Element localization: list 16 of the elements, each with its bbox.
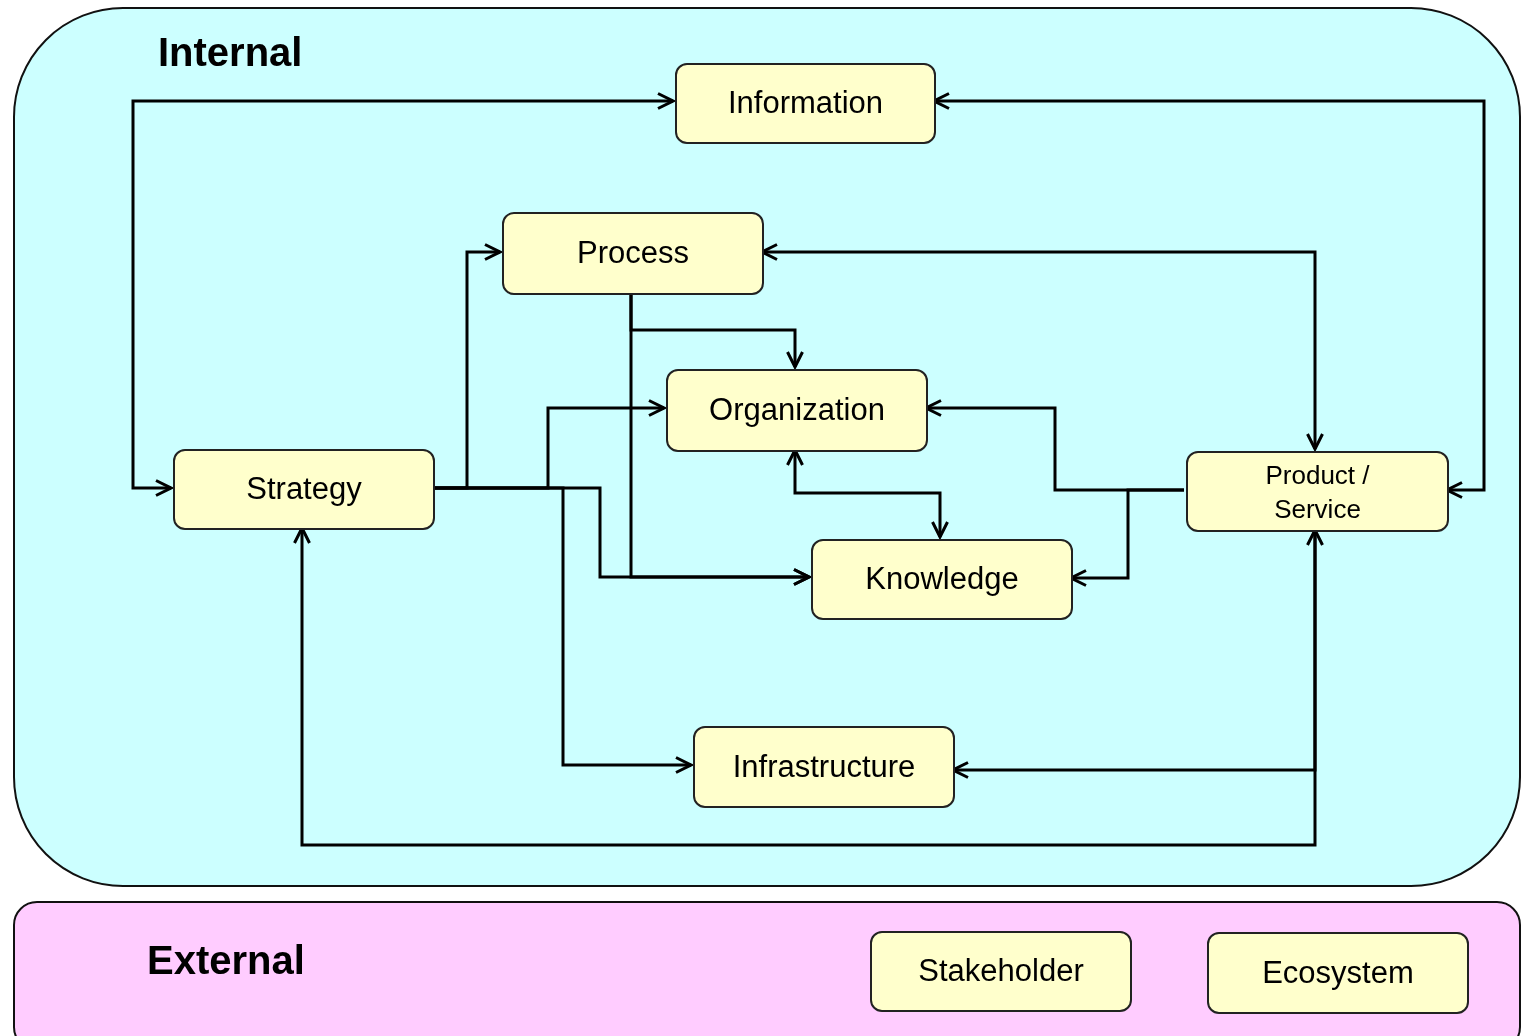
process-box: Organization (666, 369, 928, 452)
region-panel (13, 901, 1521, 1036)
process-box: Process (502, 212, 764, 295)
process-box: Ecosystem (1207, 932, 1469, 1014)
process-box: Knowledge (811, 539, 1073, 620)
process-box: Stakeholder (870, 931, 1132, 1012)
arrow (433, 486, 693, 774)
region-title: Internal (158, 29, 303, 76)
region-panel (13, 7, 1521, 887)
arrow (629, 293, 811, 586)
process-box: Infrastructure (693, 726, 955, 808)
process-box: Information (675, 63, 936, 144)
arrow (131, 92, 675, 497)
process-box: Strategy (173, 449, 435, 530)
region-title: External (147, 937, 305, 984)
process-box: Product / Service (1186, 451, 1449, 532)
